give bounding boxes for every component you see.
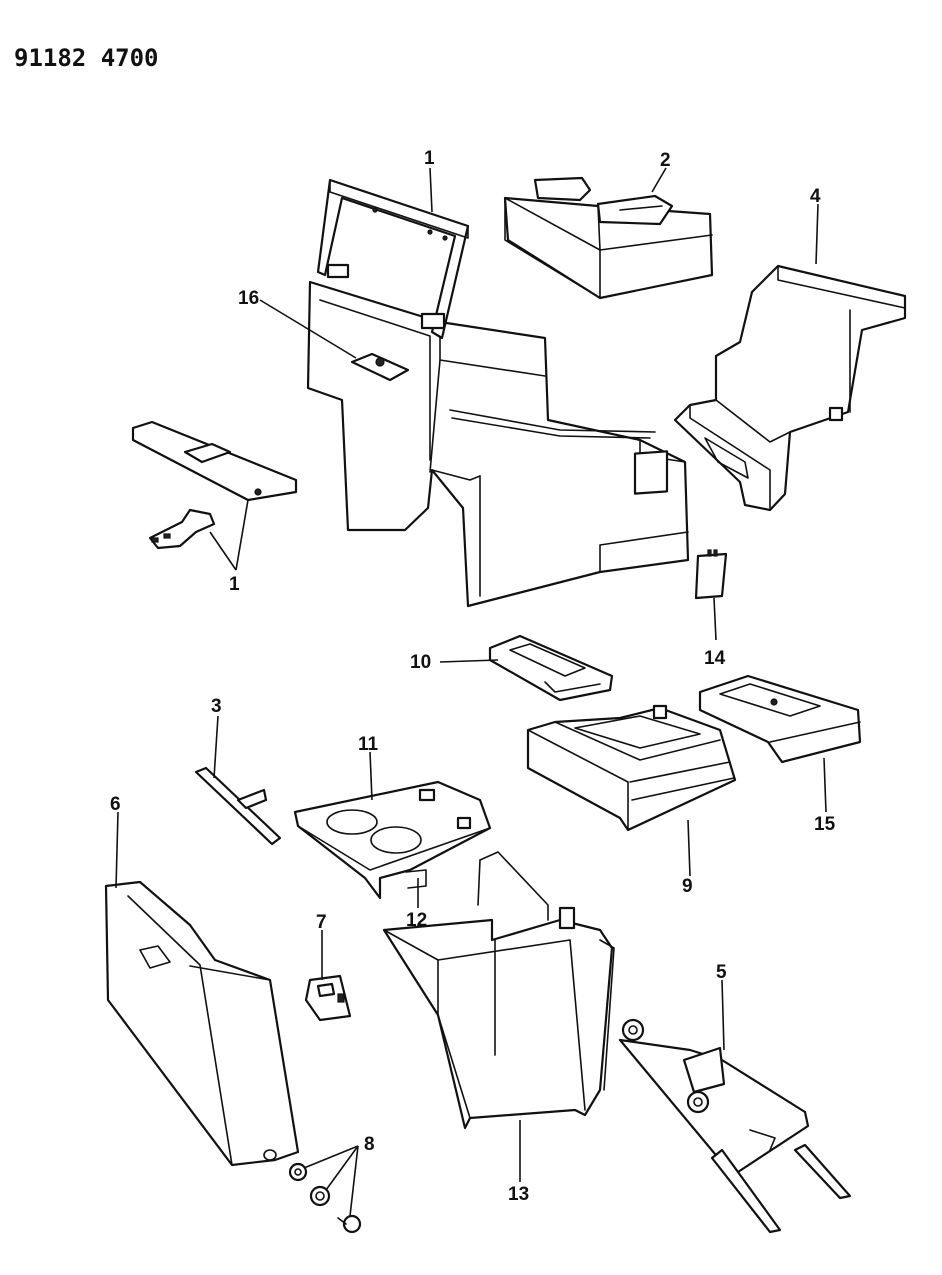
callout-4: 4	[810, 186, 821, 207]
storage-tray-part	[503, 176, 714, 300]
cup-holder-part	[293, 780, 492, 900]
callouts: 1 1 2 3 4 5 6 7 8 9 10 11 12 13 14 15 16	[110, 148, 836, 1205]
drawer-assembly-part	[526, 704, 737, 832]
callout-13: 13	[508, 1184, 529, 1205]
callout-11: 11	[358, 734, 379, 755]
document-number: 91182 4700	[14, 44, 159, 72]
side-panel-part	[104, 880, 300, 1167]
callout-6: 6	[110, 794, 121, 815]
callout-5: 5	[716, 962, 727, 983]
rear-bracket-part	[698, 674, 862, 764]
leader-lines	[115, 167, 827, 1217]
fasteners-part	[288, 1162, 362, 1234]
switch-part	[304, 974, 352, 1022]
callout-1-lid: 1	[229, 574, 240, 595]
rear-duct-part	[673, 264, 907, 512]
console-base-part	[131, 178, 690, 608]
callout-9: 9	[682, 876, 693, 897]
callout-12: 12	[406, 910, 427, 931]
callout-1-bezel: 1	[424, 148, 435, 169]
callout-7: 7	[316, 912, 327, 933]
callout-10: 10	[410, 652, 431, 673]
bracket-part	[194, 766, 282, 846]
bin-housing-part	[382, 851, 615, 1130]
mounting-bracket-part	[618, 1018, 852, 1234]
small-panel-part	[694, 549, 728, 600]
tray-insert-part	[488, 634, 614, 702]
callout-15: 15	[814, 814, 836, 835]
callout-14: 14	[704, 648, 726, 669]
callout-3: 3	[211, 696, 222, 717]
callout-8: 8	[364, 1134, 375, 1155]
callout-16: 16	[238, 288, 259, 309]
callout-2: 2	[660, 150, 671, 171]
